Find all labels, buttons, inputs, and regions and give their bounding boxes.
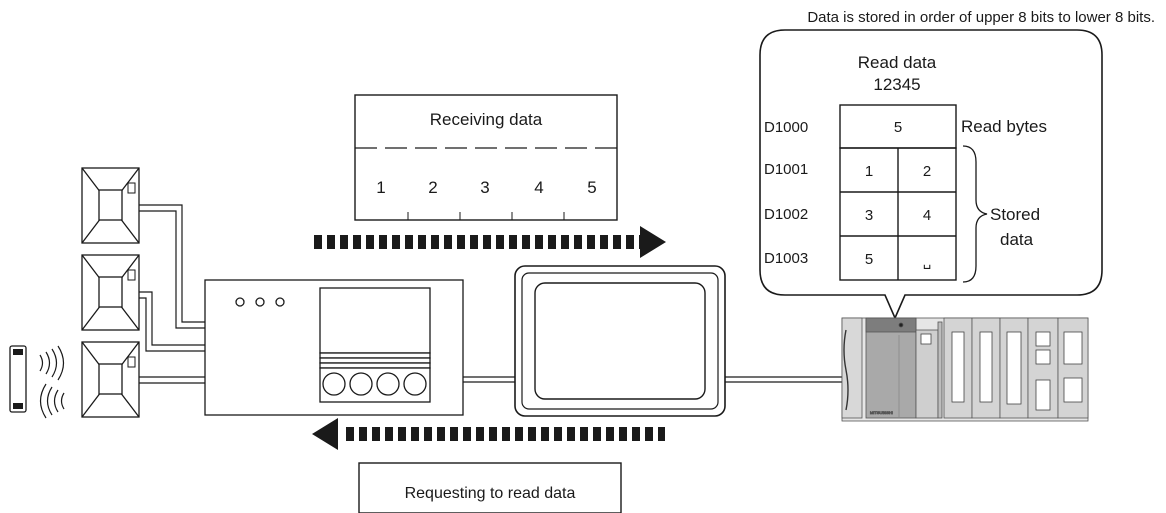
device-label-d1002: D1002 xyxy=(764,206,808,223)
antenna-cables xyxy=(139,204,205,384)
rfid-antenna xyxy=(81,167,140,244)
receiving-data-value: 1 xyxy=(376,178,385,197)
register-table xyxy=(839,104,957,281)
read-data-callout: Read data 12345 D1000 D1001 D1002 D1003 … xyxy=(759,29,1103,321)
space-character-symbol: ␣ xyxy=(923,254,931,269)
stored-byte-upper: 5 xyxy=(865,251,873,268)
rfid-antenna xyxy=(81,254,140,331)
stored-byte-upper: 3 xyxy=(865,207,873,224)
receiving-data-value: 2 xyxy=(428,178,437,197)
receiving-data-value: 3 xyxy=(480,178,489,197)
requesting-data-title: Requesting to read data xyxy=(405,485,576,502)
got-hmi-panel xyxy=(514,265,726,417)
got-plc-cable xyxy=(725,376,842,383)
controller-vent xyxy=(319,352,431,369)
callout-bubble-outline xyxy=(759,29,1103,321)
receiving-data-value: 5 xyxy=(587,178,596,197)
radio-wave-icon xyxy=(39,345,65,419)
rfid-antenna xyxy=(81,341,140,418)
plc-cpu-module xyxy=(865,317,917,419)
controller-display xyxy=(319,287,431,354)
device-label-d1000: D1000 xyxy=(764,119,808,136)
plc-brand-label: MITSUBISHI xyxy=(870,410,893,415)
device-label-d1003: D1003 xyxy=(764,250,808,267)
rfid-tag xyxy=(9,345,27,413)
receiving-data-value: 4 xyxy=(534,178,543,197)
device-label-d1001: D1001 xyxy=(764,161,808,178)
controller-got-cable xyxy=(463,376,518,383)
requesting-data-box: Requesting to read data xyxy=(358,462,622,513)
stored-data-label: Stored xyxy=(990,205,1040,224)
byte-order-note: Data is stored in order of upper 8 bits … xyxy=(807,9,1155,26)
receive-arrow-head xyxy=(640,226,666,258)
stored-byte-upper: 1 xyxy=(865,163,873,180)
stored-byte-lower: 4 xyxy=(923,207,931,224)
request-arrow-head xyxy=(312,418,338,450)
controller-connectors xyxy=(319,367,431,403)
receive-arrow xyxy=(314,226,666,258)
read-bytes-label: Read bytes xyxy=(961,117,1047,136)
receiving-data-title: Receiving data xyxy=(430,110,543,129)
read-data-value: 12345 xyxy=(873,75,920,94)
receiving-data-box: Receiving data 1 2 3 4 5 xyxy=(354,94,618,221)
stored-data-label-line2: data xyxy=(1000,230,1034,249)
stored-byte-lower: 2 xyxy=(923,163,931,180)
receiving-data-frame xyxy=(354,94,618,221)
got-screen xyxy=(534,282,706,400)
read-data-title: Read data xyxy=(858,53,937,72)
read-bytes-value: 5 xyxy=(894,119,902,136)
plc-io-modules xyxy=(943,317,1089,419)
request-arrow xyxy=(312,418,665,450)
plc-rack: MITSUBISHI xyxy=(841,317,1089,422)
requesting-data-frame xyxy=(358,462,622,513)
rfid-controller xyxy=(204,279,464,416)
stored-data-brace xyxy=(962,145,988,283)
antenna-group xyxy=(81,167,140,418)
